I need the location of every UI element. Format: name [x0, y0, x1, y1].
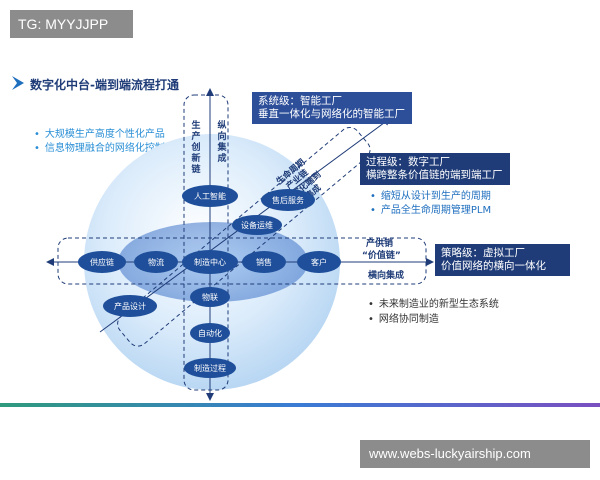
callout-strategy-level: 策略级：虚拟工厂 价值网络的横向一体化 [435, 244, 570, 276]
vertical-label-char: 产 [191, 130, 200, 142]
strategy-bullet-list: 未来制造业的新型生态系统 网络协同制造 [368, 297, 499, 327]
callout-strategy-line1: 策略级：虚拟工厂 [441, 247, 525, 259]
callout-system-line2: 垂直一体化与网络化的智能工厂 [258, 108, 405, 120]
left-bullet-item: 大规模生产高度个性化产品 [34, 128, 165, 142]
node-automation: 自动化 [190, 323, 230, 343]
node-supply-chain: 供应链 [78, 251, 126, 273]
left-bullet-item: 信息物理融合的网络化控制 [34, 142, 165, 156]
node-label: 设备运维 [241, 220, 273, 230]
node-manufacturing-process: 制造过程 [184, 358, 236, 378]
vertical-label-char: 生 [191, 119, 200, 131]
vertical-label-char: 成 [217, 152, 226, 164]
vertical-label-char: 向 [217, 130, 226, 142]
node-equipment-maintenance: 设备运维 [232, 215, 282, 235]
callout-strategy-line2: 价值网络的横向一体化 [441, 260, 546, 272]
node-label: 物联 [202, 292, 218, 302]
callout-process-line1: 过程级：数字工厂 [366, 156, 450, 168]
horizontal-label-bottom: 横向集成 [368, 269, 404, 281]
vertical-label-char: 新 [191, 152, 200, 164]
node-label: 供应链 [90, 257, 114, 267]
node-after-sales: 售后服务 [261, 189, 315, 211]
watermark-top: TG: MYYJJPP [10, 10, 133, 38]
node-ai: 人工智能 [182, 185, 238, 207]
chevron-arrow-icon [12, 76, 24, 90]
vertical-label-char: 纵 [217, 119, 226, 131]
horizontal-label-top: 产供销 [366, 237, 393, 249]
node-manufacturing-center: 制造中心 [182, 250, 238, 274]
vertical-label-col1: 生 产 创 新 链 [190, 119, 201, 175]
process-bullet-item: 产品全生命周期管理PLM [370, 204, 491, 218]
callout-system-level: 系统级：智能工厂 垂直一体化与网络化的智能工厂 [252, 92, 412, 124]
process-bullet-item: 缩短从设计到生产的周期 [370, 190, 491, 204]
vertical-axis-box [183, 94, 229, 391]
node-iot: 物联 [190, 287, 230, 307]
node-label: 制造过程 [194, 363, 226, 373]
callout-process-level: 过程级：数字工厂 横跨整条价值链的端到端工厂 [360, 153, 510, 185]
node-product-design: 产品设计 [103, 295, 157, 317]
horizontal-label-mid: “价值链” [362, 249, 401, 261]
callout-process-line2: 横跨整条价值链的端到端工厂 [366, 169, 503, 181]
vertical-label-char: 链 [191, 163, 201, 175]
node-label: 物流 [148, 257, 164, 267]
node-label: 自动化 [198, 328, 222, 338]
strategy-bullet-item: 未来制造业的新型生态系统 [368, 297, 499, 312]
bottom-gradient-bar [0, 403, 600, 407]
page-title: 数字化中台-端到端流程打通 [30, 78, 179, 92]
node-sales: 销售 [242, 251, 286, 273]
vertical-label-col2: 纵 向 集 成 [216, 119, 227, 164]
node-label: 制造中心 [194, 257, 226, 267]
node-label: 人工智能 [194, 191, 226, 201]
node-label: 客户 [311, 257, 327, 267]
left-bullet-list: 大规模生产高度个性化产品 信息物理融合的网络化控制 [34, 128, 165, 156]
vertical-label-char: 创 [190, 141, 200, 153]
node-customer: 客户 [297, 251, 341, 273]
callout-system-line1: 系统级：智能工厂 [258, 95, 342, 107]
process-bullet-list: 缩短从设计到生产的周期 产品全生命周期管理PLM [370, 190, 491, 218]
node-logistics: 物流 [134, 251, 178, 273]
node-label: 销售 [256, 257, 272, 267]
node-label: 产品设计 [114, 301, 146, 311]
node-label: 售后服务 [272, 195, 304, 205]
vertical-label-char: 集 [216, 141, 227, 153]
watermark-bottom: www.webs-luckyairship.com [360, 440, 590, 468]
strategy-bullet-item: 网络协同制造 [368, 312, 499, 327]
